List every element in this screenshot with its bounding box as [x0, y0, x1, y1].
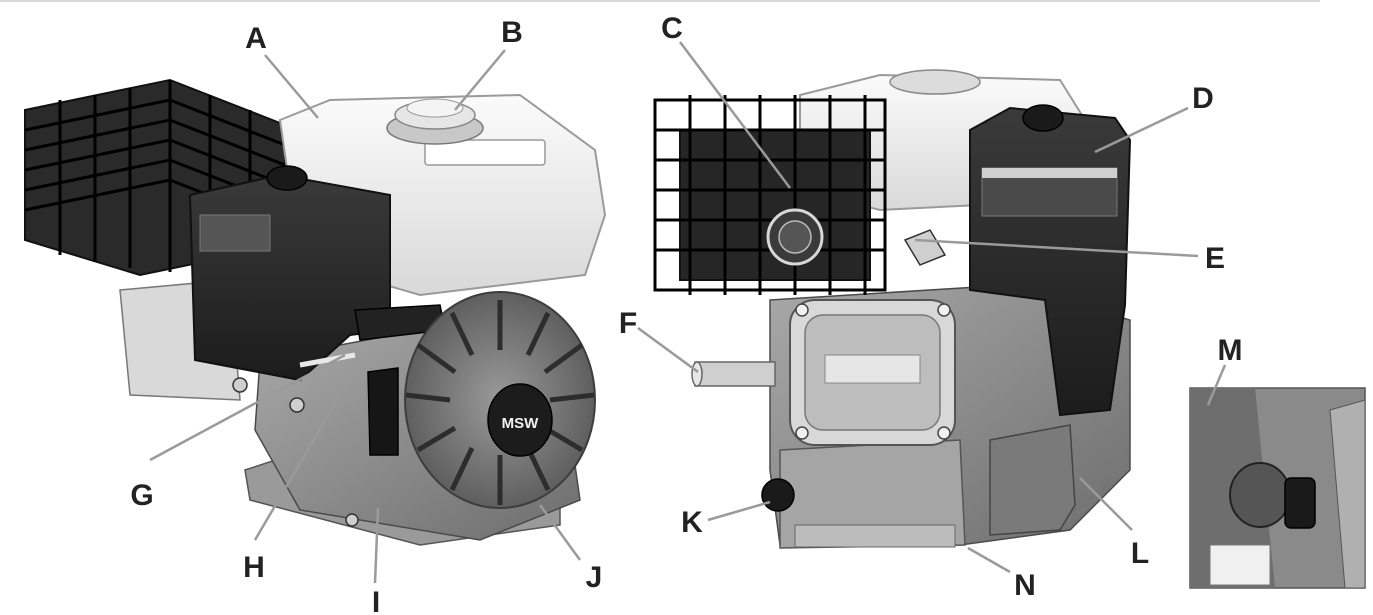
- part-labels: A B C D E F G H I J K L M N: [130, 12, 1242, 615]
- leader-b: [454, 49, 506, 111]
- air-filter-sticker: [199, 214, 271, 252]
- inset-switch: [1284, 477, 1316, 529]
- label-k: K: [681, 506, 703, 539]
- leader-e: [914, 238, 1199, 258]
- bolt: [232, 377, 248, 393]
- leader-g: [149, 353, 346, 462]
- top-divider: [0, 0, 1320, 2]
- output-shaft: [691, 361, 776, 387]
- fuel-cap-rear: [889, 69, 981, 95]
- leader-lines: [149, 41, 1227, 584]
- leader-c: [679, 41, 791, 189]
- label-m: M: [1218, 334, 1243, 367]
- base-skid: [794, 524, 956, 548]
- choke-rod: [299, 352, 356, 368]
- inset-detail: [1189, 387, 1366, 589]
- lower-guard: [989, 424, 1076, 536]
- leader-a: [264, 54, 319, 119]
- fuel-valve: [903, 229, 947, 266]
- leader-k: [707, 500, 771, 522]
- lever-plate: [367, 367, 399, 456]
- engine-left-view: MSW: [24, 78, 607, 546]
- leader-h: [253, 377, 352, 541]
- bolt: [289, 397, 305, 413]
- muffler-cage-right: [653, 95, 887, 295]
- label-e: E: [1205, 242, 1225, 275]
- inset-sticker: [1209, 544, 1271, 586]
- label-f: F: [619, 307, 637, 340]
- tank-label-plate: [424, 139, 546, 166]
- leader-m: [1206, 364, 1227, 406]
- label-i: I: [372, 586, 380, 615]
- engine-right-view: [653, 69, 1132, 549]
- air-filter-knob-rear: [1022, 104, 1064, 132]
- fuel-cap: [386, 98, 484, 145]
- bolt: [345, 513, 359, 527]
- label-c: C: [661, 12, 683, 45]
- air-filter-sticker-stripe: [982, 168, 1117, 178]
- leader-j: [538, 504, 582, 561]
- label-g: G: [130, 479, 153, 512]
- leader-n: [967, 546, 1011, 574]
- label-j: J: [586, 561, 603, 594]
- label-d: D: [1192, 82, 1214, 115]
- leader-i: [373, 507, 380, 584]
- recoil-starter: [404, 291, 596, 509]
- label-n: N: [1014, 569, 1036, 602]
- label-b: B: [501, 16, 523, 49]
- inset-switch-cover: [1229, 462, 1291, 528]
- leader-f: [637, 326, 699, 374]
- oil-filler-knob: [761, 478, 795, 512]
- air-filter-knob: [266, 165, 308, 191]
- brand-badge: MSW: [502, 415, 540, 432]
- label-h: H: [243, 551, 265, 584]
- leader-d: [1094, 106, 1189, 154]
- valve-cover: [789, 299, 956, 446]
- label-a: A: [245, 22, 267, 55]
- leader-l: [1079, 477, 1133, 531]
- label-l: L: [1131, 537, 1149, 570]
